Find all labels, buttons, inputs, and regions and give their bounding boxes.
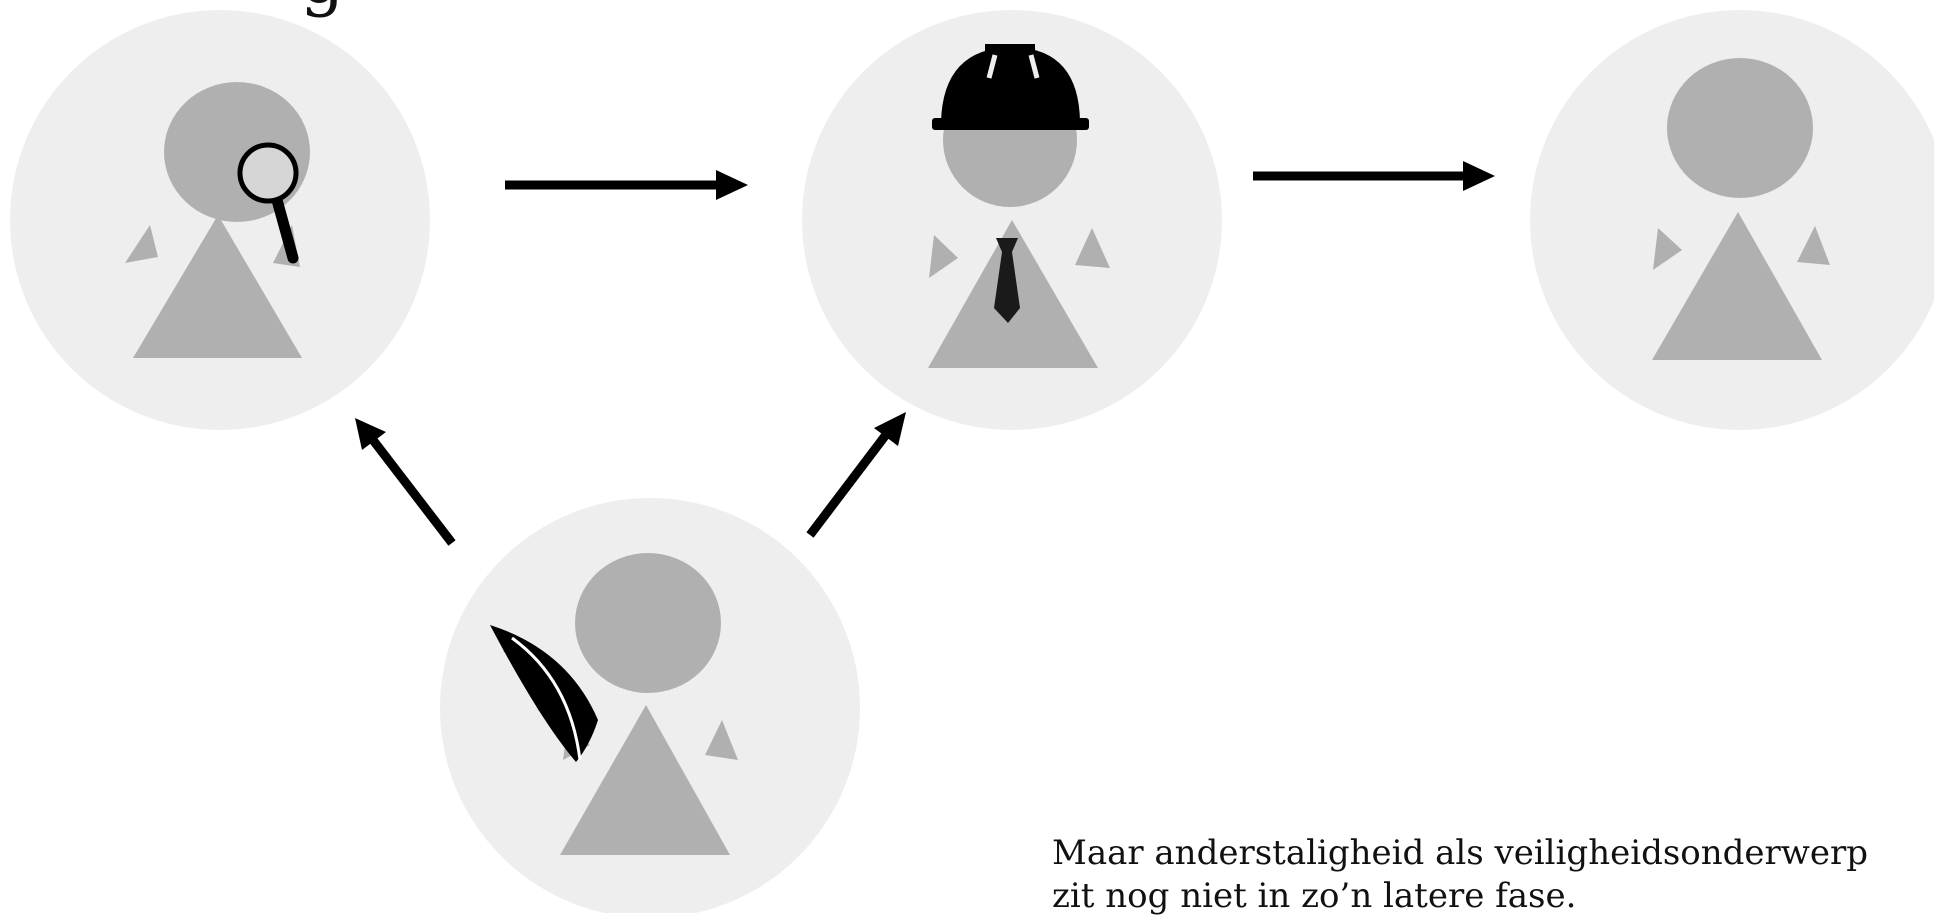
person-head (575, 553, 721, 693)
person-head (1667, 58, 1813, 198)
arrow-writer-to-researcher (355, 418, 456, 546)
person-arm-right (705, 720, 738, 760)
magnifier-icon (237, 142, 299, 264)
person-arm-right (1797, 226, 1830, 265)
arrow-engineer-to-end-user (1253, 161, 1495, 191)
caption-line-1: Maar anderstaligheid als veiligheidsonde… (1052, 833, 1869, 873)
person-arm-left (1653, 228, 1682, 270)
person-arm-right (1075, 228, 1110, 268)
caption-line-2: zit nog niet in zo’n latere fase. (1052, 876, 1577, 916)
arrow-writer-to-engineer (806, 412, 906, 538)
arrow-researcher-to-engineer (505, 170, 748, 200)
feather-icon (490, 625, 598, 762)
caption: Maar anderstaligheid als veiligheidsonde… (1052, 832, 1868, 918)
node-end-user (1530, 10, 1934, 430)
person-body (1652, 212, 1822, 360)
person-arm-left (125, 225, 158, 263)
hard-hat-icon (932, 44, 1089, 130)
node-researcher (10, 10, 430, 430)
person-arm-left (929, 235, 958, 278)
node-engineer (802, 10, 1222, 430)
person-body (133, 215, 302, 358)
node-writer (440, 498, 860, 913)
title-fragment: g (300, 0, 345, 19)
person-body (560, 705, 730, 855)
tie-icon (994, 238, 1020, 323)
